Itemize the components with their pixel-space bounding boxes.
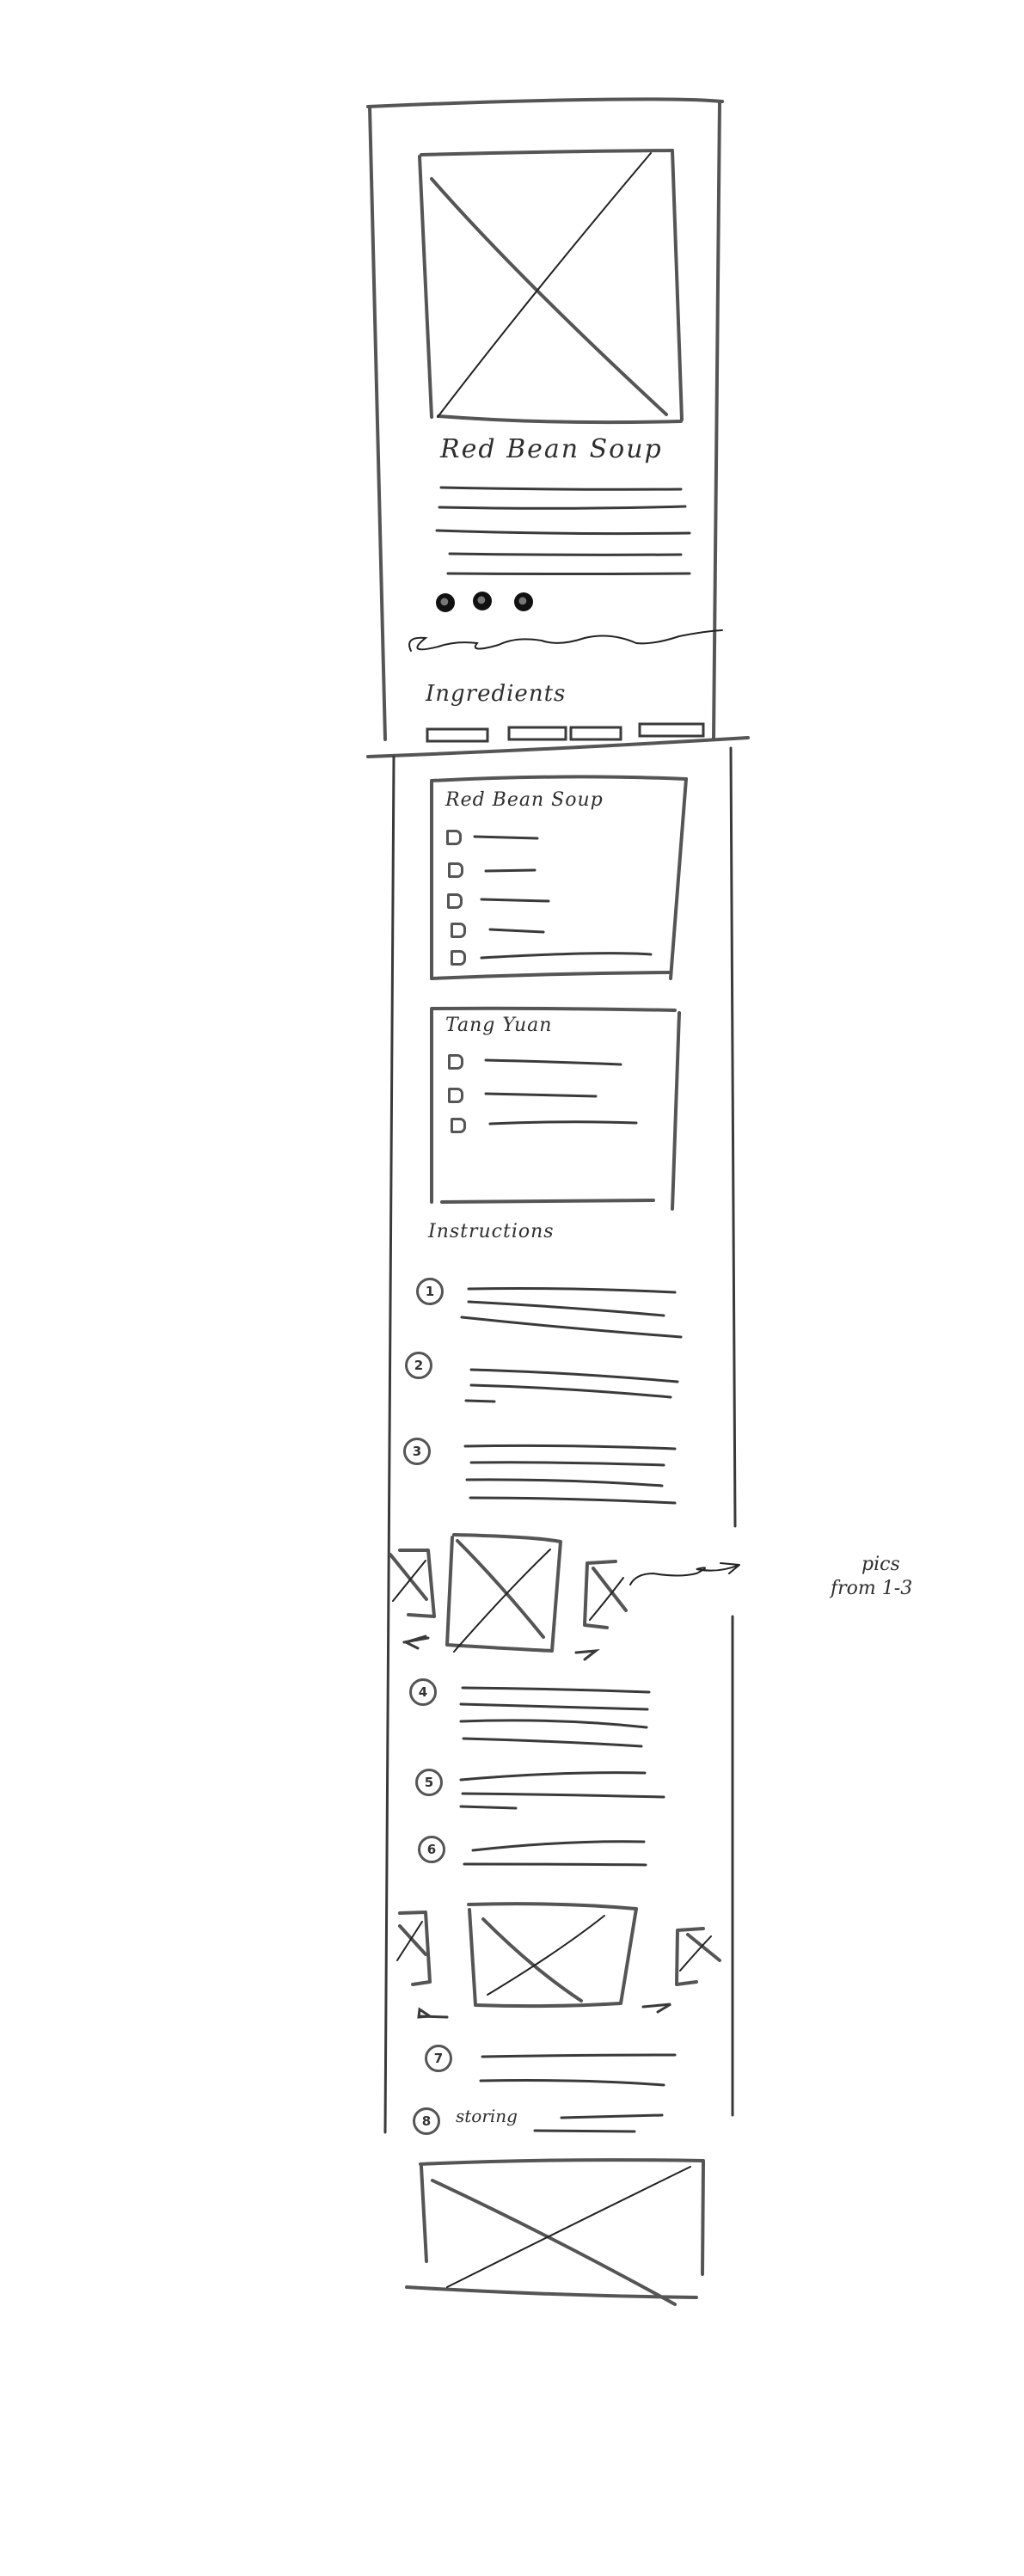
carousel-dot-icon[interactable] (473, 592, 492, 610)
ingredient-checkbox[interactable] (448, 1054, 463, 1070)
ingredient-card-red-bean (430, 775, 688, 980)
annotation-note: pics from 1-3 (831, 1553, 912, 1601)
recipe-title: Red Bean Soup (440, 434, 663, 464)
carousel-dot-icon[interactable] (436, 593, 455, 612)
ingredient-checkbox[interactable] (451, 1118, 466, 1133)
ingredient-list-title: Red Bean Soup (445, 789, 604, 811)
instructions-heading: Instructions (428, 1221, 555, 1242)
annotation-line: from 1-3 (831, 1578, 913, 1599)
carousel-2-sketch (396, 1902, 721, 2019)
ingredient-checkbox[interactable] (446, 830, 462, 845)
step-number-badge: 4 (409, 1678, 437, 1706)
ingredient-checkbox[interactable] (451, 923, 466, 938)
step-8-label: storing (456, 2106, 518, 2126)
carousel-1-sketch (389, 1533, 740, 1661)
tagline-scribble (408, 629, 723, 652)
ingredient-checkbox[interactable] (447, 893, 463, 909)
phone-frame-top (366, 97, 750, 758)
description-lines (435, 486, 691, 575)
hero-image-placeholder (418, 149, 684, 425)
ingredients-heading: Ingredients (426, 681, 567, 707)
step-number-badge: 6 (418, 1836, 445, 1863)
step-number-badge: 7 (425, 2045, 452, 2072)
annotation-line: pics (862, 1554, 900, 1575)
ingredient-tabs (426, 722, 705, 743)
instruction-lines (459, 1287, 683, 2133)
carousel-dot-icon[interactable] (514, 592, 533, 611)
step-number-badge: 3 (403, 1438, 431, 1465)
step-number-badge: 5 (415, 1769, 443, 1796)
step-number-badge: 8 (413, 2107, 440, 2135)
ingredient-checkbox[interactable] (448, 862, 463, 878)
ingredient-checkbox[interactable] (451, 950, 466, 966)
step-number-badge: 1 (416, 1278, 444, 1305)
step-number-badge: 2 (405, 1352, 432, 1379)
ingredient-card-tang-yuan (430, 1006, 681, 1211)
phone-frame-scroll (383, 746, 737, 2134)
ingredient-list-title: Tang Yuan (445, 1015, 553, 1036)
ingredient-checkbox[interactable] (448, 1088, 463, 1103)
footer-image-placeholder (405, 2158, 705, 2306)
